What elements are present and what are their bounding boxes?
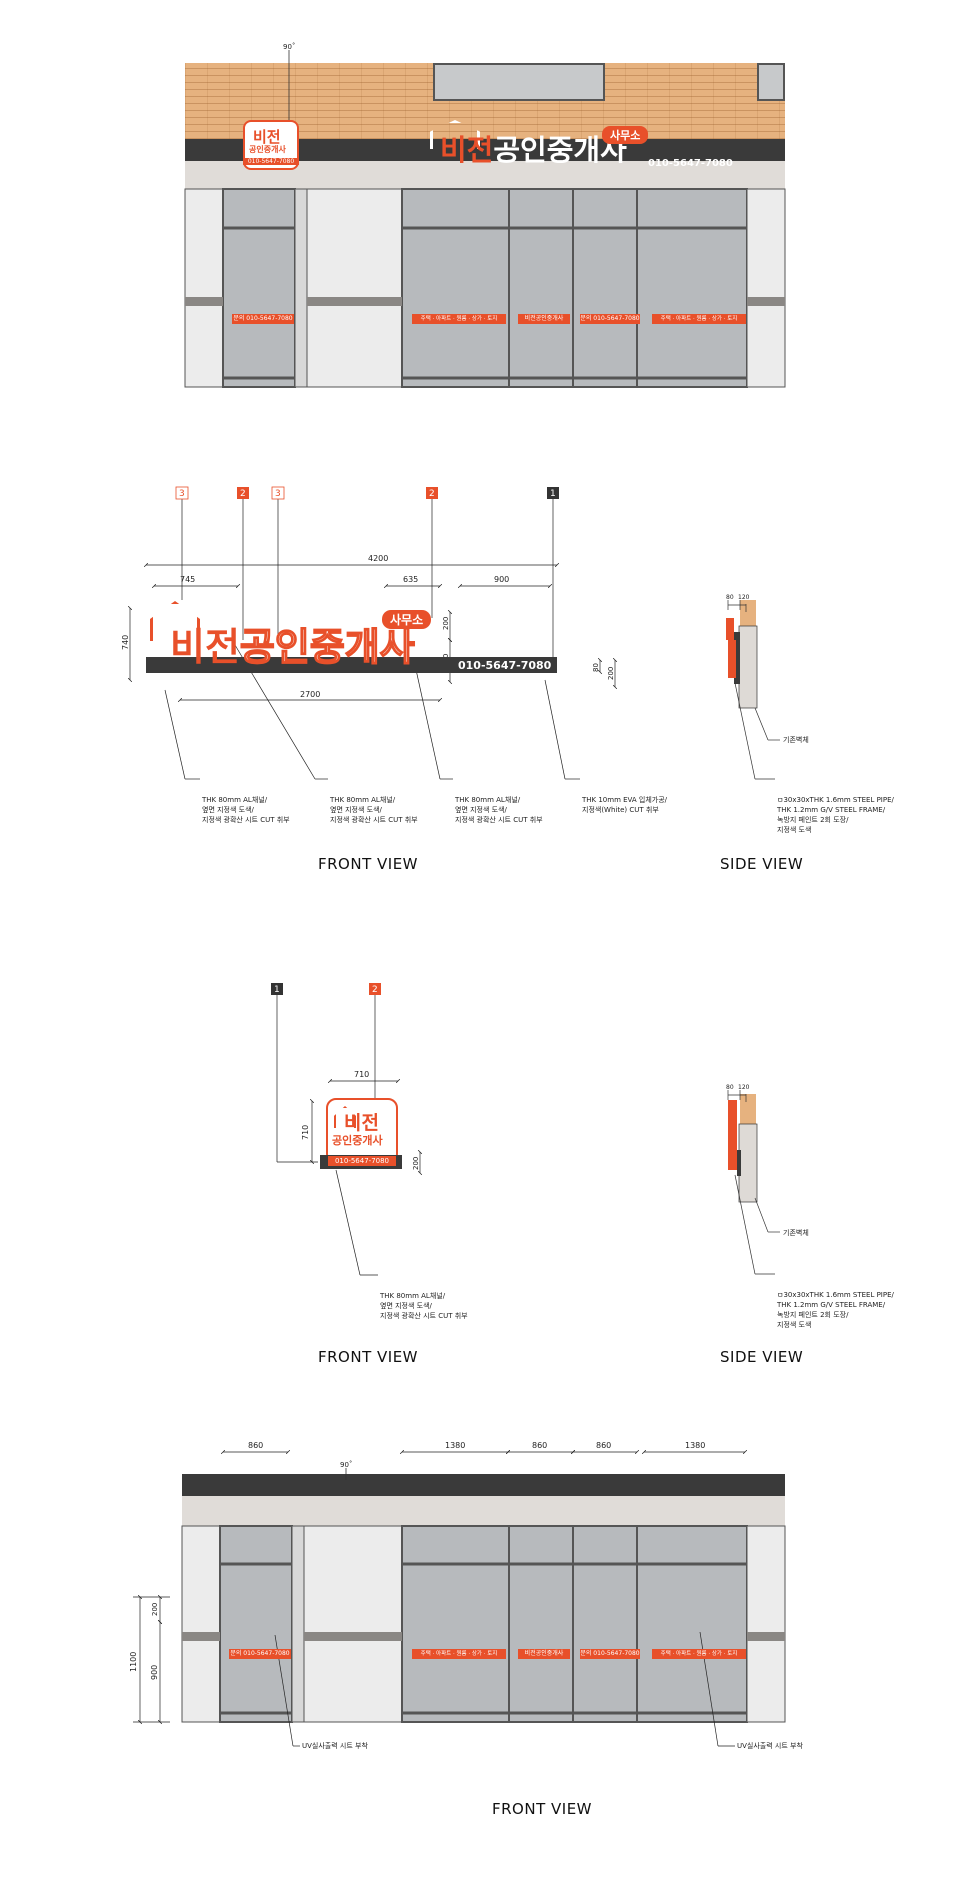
small-sign-phone-strip: 010-5647-7080 — [328, 1156, 396, 1166]
main-sign-badge: 사무소 — [382, 610, 432, 629]
dim-bottom-d1: 860 — [248, 1441, 263, 1450]
main-sign-leaders — [130, 497, 615, 780]
small-front-view-label: FRONT VIEW — [318, 1348, 419, 1366]
sign-bar-bottom — [182, 1474, 785, 1496]
side2-view-label: SIDE VIEW — [720, 1348, 804, 1366]
dim-mid-width: 635 — [403, 575, 418, 584]
sign-bar — [185, 139, 785, 161]
top-strip-1: 문의 010-5647-7080 — [232, 314, 294, 324]
top-small-sign-sub: 공인중개사 — [249, 145, 286, 154]
top-small-sign: 비전 공인중개사 010-5647-7080 — [243, 120, 299, 170]
dim-bottom-h-total: 1100 — [129, 1652, 138, 1672]
main-marker-3: 3 — [275, 489, 281, 499]
small-sign-name: 비전 — [344, 1112, 379, 1134]
main-sign-house-icon — [150, 601, 200, 641]
dim-bar-h2: 200 — [607, 667, 615, 680]
bottom-strip-3: 비전공인중개사 — [518, 1649, 570, 1659]
small-dim-width: 710 — [354, 1070, 369, 1079]
main-note-3: THK 80mm AL채널/옆면 지정색 도색/지정색 광확산 시트 CUT 취… — [455, 796, 543, 824]
dim-bottom-d3: 860 — [532, 1441, 547, 1450]
bottom-strip-1: 문의 010-5647-7080 — [229, 1649, 291, 1659]
small-dim-bar: 200 — [412, 1157, 420, 1170]
dim-bottom-h-low: 900 — [150, 1665, 159, 1680]
dim-bottom-h-strip: 200 — [151, 1603, 159, 1616]
bottom-strip-2: 주택 · 아파트 · 원룸 · 상가 · 토지 — [412, 1649, 506, 1659]
top-strip-5: 주택 · 아파트 · 원룸 · 상가 · 토지 — [652, 314, 746, 324]
main-markers — [175, 486, 559, 500]
main-marker-5: 1 — [550, 489, 556, 499]
top-strip-3: 비전공인중개사 — [518, 314, 570, 324]
small-sign-sub: 공인중개사 — [332, 1134, 383, 1147]
side1-view-label: SIDE VIEW — [720, 855, 804, 873]
dim-bottom-d5: 1380 — [685, 1441, 705, 1450]
dim-left-width: 745 — [180, 575, 195, 584]
bottom-angle-label: 90˚ — [340, 1461, 352, 1469]
bottom-front-view-label: FRONT VIEW — [492, 1800, 593, 1818]
small-sign-leaders — [276, 995, 420, 1276]
main-sign-bar — [146, 657, 557, 673]
dim-badge-h: 200 — [442, 617, 450, 630]
main-note-2: THK 80mm AL채널/옆면 지정색 도색/지정색 광확산 시트 CUT 취… — [330, 796, 418, 824]
side-view-2-drawing — [727, 1090, 780, 1275]
dim-bottom-d2: 1380 — [445, 1441, 465, 1450]
small-dim-height: 710 — [301, 1125, 310, 1140]
main-front-view-label: FRONT VIEW — [318, 855, 419, 873]
main-marker-1: 3 — [179, 489, 185, 499]
main-sign-name-orange: 비전 — [170, 625, 240, 669]
side2-dim-b: 120 — [738, 1084, 750, 1091]
main-marker-4: 2 — [429, 489, 435, 499]
dim-bottom-d4: 860 — [596, 1441, 611, 1450]
side-view-1-drawing — [726, 600, 780, 780]
dim-text-width: 2700 — [300, 690, 320, 699]
side1-frame-note: ㅁ30x30xTHK 1.6mm STEEL PIPE/THK 1.2mm G/… — [777, 796, 894, 834]
small-marker-2: 2 — [372, 985, 378, 995]
upper-window — [433, 63, 605, 101]
bottom-strip-4: 문의 010-5647-7080 — [580, 1649, 640, 1659]
small-marker-2-box — [369, 983, 381, 995]
main-sign-phone: 010-5647-7080 — [458, 659, 552, 672]
side1-wall-note: 기존벽체 — [783, 736, 809, 744]
top-logo-phone: 010-5647-7080 — [648, 158, 733, 169]
small-marker-1-box — [271, 983, 283, 995]
top-small-sign-name: 비전 — [253, 128, 281, 146]
top-strip-4: 문의 010-5647-7080 — [580, 314, 640, 324]
bottom-note-right: UV실사출력 시트 부착 — [737, 1742, 803, 1750]
upper-window-right — [757, 63, 785, 101]
side2-dim-a: 80 — [726, 1084, 734, 1091]
main-sign-name-white: 공인중개사 — [239, 625, 415, 669]
small-note: THK 80mm AL채널/옆면 지정색 도색/지정색 광확산 시트 CUT 취… — [380, 1292, 468, 1320]
side1-dim-b: 120 — [738, 594, 750, 601]
small-marker-1: 1 — [274, 985, 280, 995]
dim-height: 740 — [121, 635, 130, 650]
dim-total-width: 4200 — [368, 554, 388, 563]
dim-right-width: 900 — [494, 575, 509, 584]
top-strip-2: 주택 · 아파트 · 원룸 · 상가 · 토지 — [412, 314, 506, 324]
bottom-note-left: UV실사출력 시트 부착 — [302, 1742, 368, 1750]
top-logo-name-orange: 비전 — [440, 133, 494, 167]
top-storefront-frames — [184, 50, 786, 388]
main-note-1: THK 80mm AL채널/옆면 지정색 도색/지정색 광확산 시트 CUT 취… — [202, 796, 290, 824]
dim-bar-h1: 80 — [592, 663, 600, 672]
side2-wall-note: 기존벽체 — [783, 1229, 809, 1237]
side1-dim-a: 80 — [726, 594, 734, 601]
main-marker-2: 2 — [240, 489, 246, 499]
top-small-sign-phone: 010-5647-7080 — [243, 158, 299, 165]
bottom-strip-5: 주택 · 아파트 · 원룸 · 상가 · 토지 — [652, 1649, 746, 1659]
fascia-bottom — [182, 1496, 785, 1526]
small-sign-panel: 비전 공인중개사 — [326, 1098, 398, 1164]
side2-frame-note: ㅁ30x30xTHK 1.6mm STEEL PIPE/THK 1.2mm G/… — [777, 1291, 894, 1329]
bottom-storefront-frames — [181, 1468, 786, 1723]
top-angle-label: 90˚ — [283, 43, 295, 51]
main-note-4: THK 10mm EVA 입체가공/지정색(White) CUT 취부 — [582, 796, 668, 814]
top-logo-badge: 사무소 — [602, 126, 649, 144]
small-sign-house-icon — [334, 1106, 356, 1128]
